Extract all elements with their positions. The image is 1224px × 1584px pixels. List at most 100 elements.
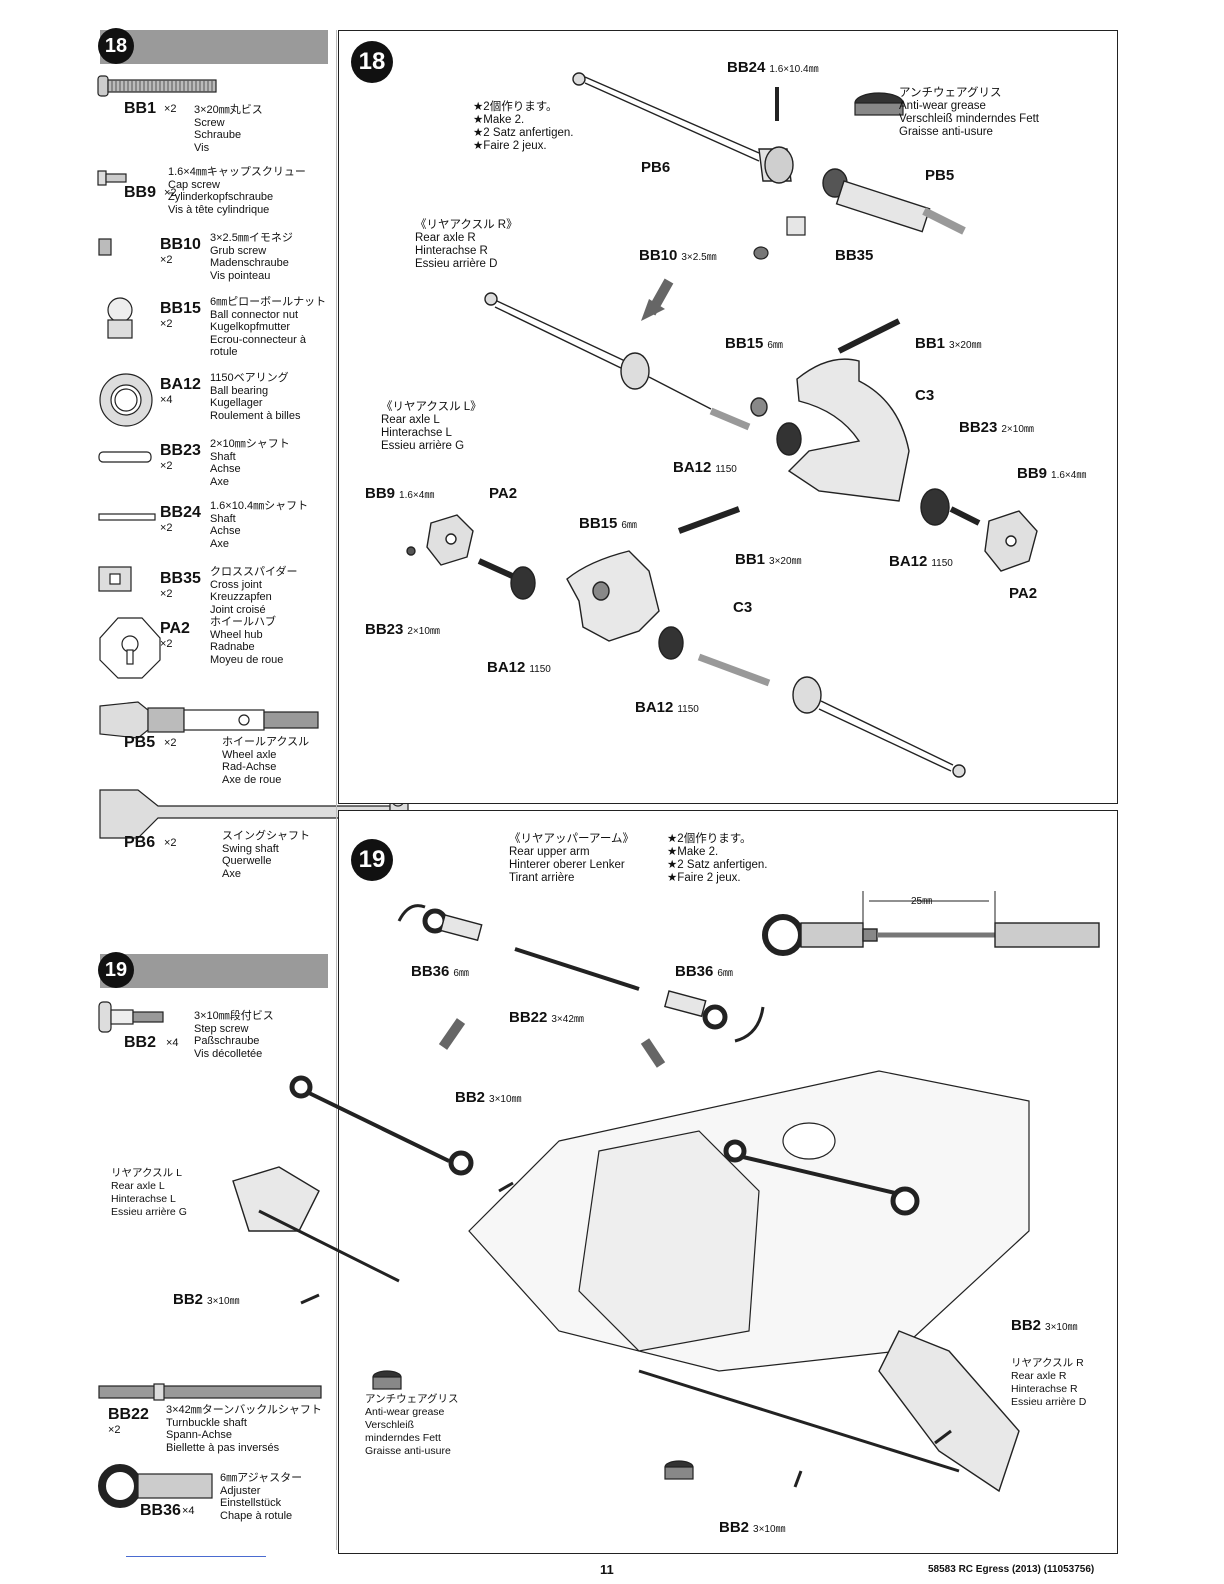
part-description: 6㎜ピローボールナット Ball connector nut Kugelkopf… <box>210 296 327 358</box>
wheel-hub-r-drawing <box>984 510 1038 572</box>
step-18-exploded-drawing <box>406 72 1038 778</box>
grease-jar-19b-drawing <box>664 1460 694 1480</box>
part-quantity: ×2 <box>160 460 173 472</box>
rear-axle-l-assembly-drawing <box>232 1075 474 1283</box>
bb1-screw-r <box>837 318 901 354</box>
label-bb35: BB35 <box>835 247 874 264</box>
length-25mm-label: 25㎜ <box>911 896 933 907</box>
part-code: BB23 <box>160 442 201 459</box>
part-quantity: ×2 <box>160 254 173 266</box>
part-quantity: ×2 <box>164 187 177 199</box>
part-description: 2×10㎜シャフト Shaft Achse Axe <box>210 438 290 488</box>
part-code: BB10 <box>160 236 201 253</box>
part-description: 1.6×10.4㎜シャフト Shaft Achse Axe <box>210 500 309 550</box>
cross-joint-drawing <box>753 216 806 260</box>
rear-axle-r-19-title: リヤアクスル R Rear axle R Hinterachse R Essie… <box>1011 1357 1087 1408</box>
step-19-header-bar: 19 <box>98 952 328 988</box>
part-code: PB5 <box>124 734 156 751</box>
part-code: BB36 <box>140 1502 181 1519</box>
part-description: 1150ベアリング Ball bearing Kugellager Roulem… <box>210 372 301 422</box>
part-quantity: ×2 <box>164 837 177 849</box>
part-code: BA12 <box>160 376 201 393</box>
part-description: 3×2.5㎜イモネジ Grub screw Madenschraube Vis … <box>210 232 293 282</box>
step-18-panel: 18 <box>338 30 1118 804</box>
part-description: 6㎜アジャスター Adjuster Einstellstück Chape à … <box>220 1472 303 1522</box>
bb2-screws-drawing <box>300 1181 952 1488</box>
rear-axle-r-title: 《リヤアクスル R》 Rear axle R Hinterachse R Ess… <box>415 219 518 270</box>
footer-rule <box>126 1556 266 1557</box>
label-pb6: PB6 <box>641 159 671 176</box>
step-19-panel-badge: 19 <box>351 839 393 881</box>
wheel-axle-drawing <box>822 168 966 235</box>
page-number: 11 <box>600 1562 614 1577</box>
bb23-shaft-r <box>949 506 981 526</box>
part-code: PB6 <box>124 834 156 851</box>
rotate-arrow-left <box>397 904 426 922</box>
part-quantity: ×4 <box>182 1505 195 1517</box>
part-quantity: ×4 <box>160 394 173 406</box>
arrow-head-1 <box>641 299 665 321</box>
label-pa2-r: PA2 <box>1009 585 1038 602</box>
part-code: PA2 <box>160 620 190 637</box>
step-18-make-two-note: ★2個作ります。 ★Make 2. ★2 Satz anfertigen. ★F… <box>473 101 574 152</box>
upper-arm-detail-drawing <box>762 891 1100 956</box>
part-quantity: ×4 <box>166 1037 179 1049</box>
grease-jar-drawing <box>854 92 904 116</box>
part-description: ホイールハブ Wheel hub Radnabe Moyeu de roue <box>210 616 284 666</box>
part-code: BB2 <box>124 1034 157 1051</box>
step-19-make-two-note: ★2個作ります。 ★Make 2. ★2 Satz anfertigen. ★F… <box>667 833 768 884</box>
step-19-panel: 19 <box>111 810 1118 1554</box>
turnbuckle-exploded-drawing <box>422 908 728 1030</box>
step-18-panel-badge: 18 <box>351 41 393 83</box>
part-quantity: ×2 <box>160 588 173 600</box>
step-19-badge: 19 <box>98 952 134 988</box>
rear-axle-l-19-title: リヤアクスル L Rear axle L Hinterachse L Essie… <box>111 1167 187 1218</box>
rotate-arrow-right <box>734 1006 765 1043</box>
rear-axle-l-title: 《リヤアクスル L》 Rear axle L Hinterachse L Ess… <box>381 401 482 452</box>
part-description: ホイールアクスル Wheel axle Rad-Achse Axe de rou… <box>222 736 310 786</box>
part-description: 1.6×4㎜キャップスクリュー Cap screw Zylinderkopfsc… <box>168 166 306 216</box>
column-divider <box>336 30 337 1550</box>
step-19-assembly-drawing <box>232 891 1100 1493</box>
wheel-hub-l-drawing <box>406 514 474 566</box>
part-quantity: ×2 <box>160 522 173 534</box>
rear-upper-arm-title: 《リヤアッパーアーム》 Rear upper arm Hinterer ober… <box>509 833 635 884</box>
part-row-bb23: BB23×2 2×10㎜シャフト Shaft Achse Axe <box>98 438 338 518</box>
swing-shaft-drawing <box>572 72 794 184</box>
part-code: BB22 <box>108 1406 149 1423</box>
step-19-grease-note: アンチウェアグリス Anti-wear grease Verschleiß mi… <box>365 1393 459 1457</box>
label-pb5: PB5 <box>925 167 955 184</box>
rear-axle-r-assembly-drawing <box>638 1139 1020 1493</box>
model-code: 58583 RC Egress (2013) (11053756) <box>928 1564 1095 1575</box>
part-code: BB35 <box>160 570 201 587</box>
part-code: BB24 <box>160 504 201 521</box>
part-quantity: ×2 <box>160 318 173 330</box>
arrow-down-right <box>640 1038 666 1068</box>
part-row-bb10: BB10×2 3×2.5㎜イモネジ Grub screw Madenschraub… <box>98 232 338 312</box>
step-18-header-bar: 18 <box>98 28 328 64</box>
rear-axle-r-drawing <box>484 292 751 431</box>
label-c3-r: C3 <box>915 387 935 404</box>
